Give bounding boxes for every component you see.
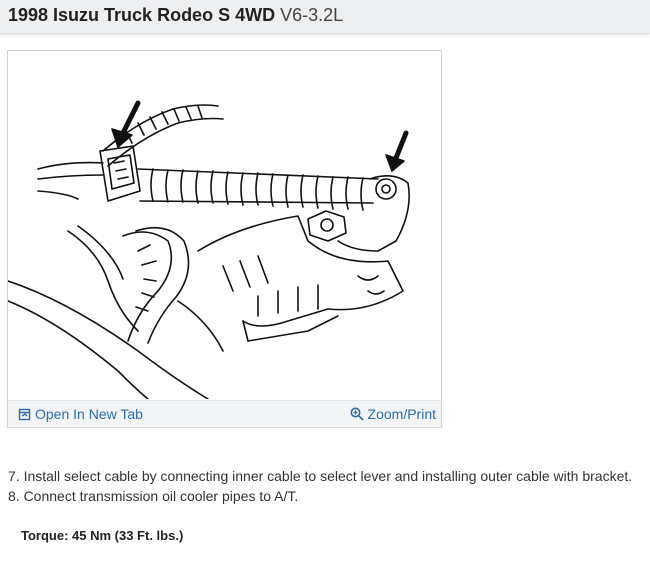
engine-label: V6-3.2L [280,5,344,25]
step-7: 7. Install select cable by connecting in… [8,468,633,484]
torque-spec: Torque: 45 Nm (33 Ft. lbs.) [21,528,184,543]
select-cable-diagram[interactable] [8,51,441,399]
figure-card: Open In New Tab Zoom/Print [7,50,442,428]
open-in-new-tab-button[interactable]: Open In New Tab [18,406,143,422]
step-8: 8. Connect transmission oil cooler pipes… [8,488,299,504]
open-new-tab-icon [18,408,31,421]
procedure-steps: 7. Install select cable by connecting in… [8,466,632,506]
vehicle-title: 1998 Isuzu Truck Rodeo S 4WD [8,5,276,25]
zoom-print-button[interactable]: Zoom/Print [350,406,436,422]
zoom-icon [350,407,364,421]
open-in-new-tab-label: Open In New Tab [35,406,143,422]
page-header: 1998 Isuzu Truck Rodeo S 4WD V6-3.2L [0,0,650,34]
figure-toolbar: Open In New Tab Zoom/Print [8,400,441,427]
page-title: 1998 Isuzu Truck Rodeo S 4WD V6-3.2L [8,4,343,26]
zoom-print-label: Zoom/Print [367,406,436,422]
